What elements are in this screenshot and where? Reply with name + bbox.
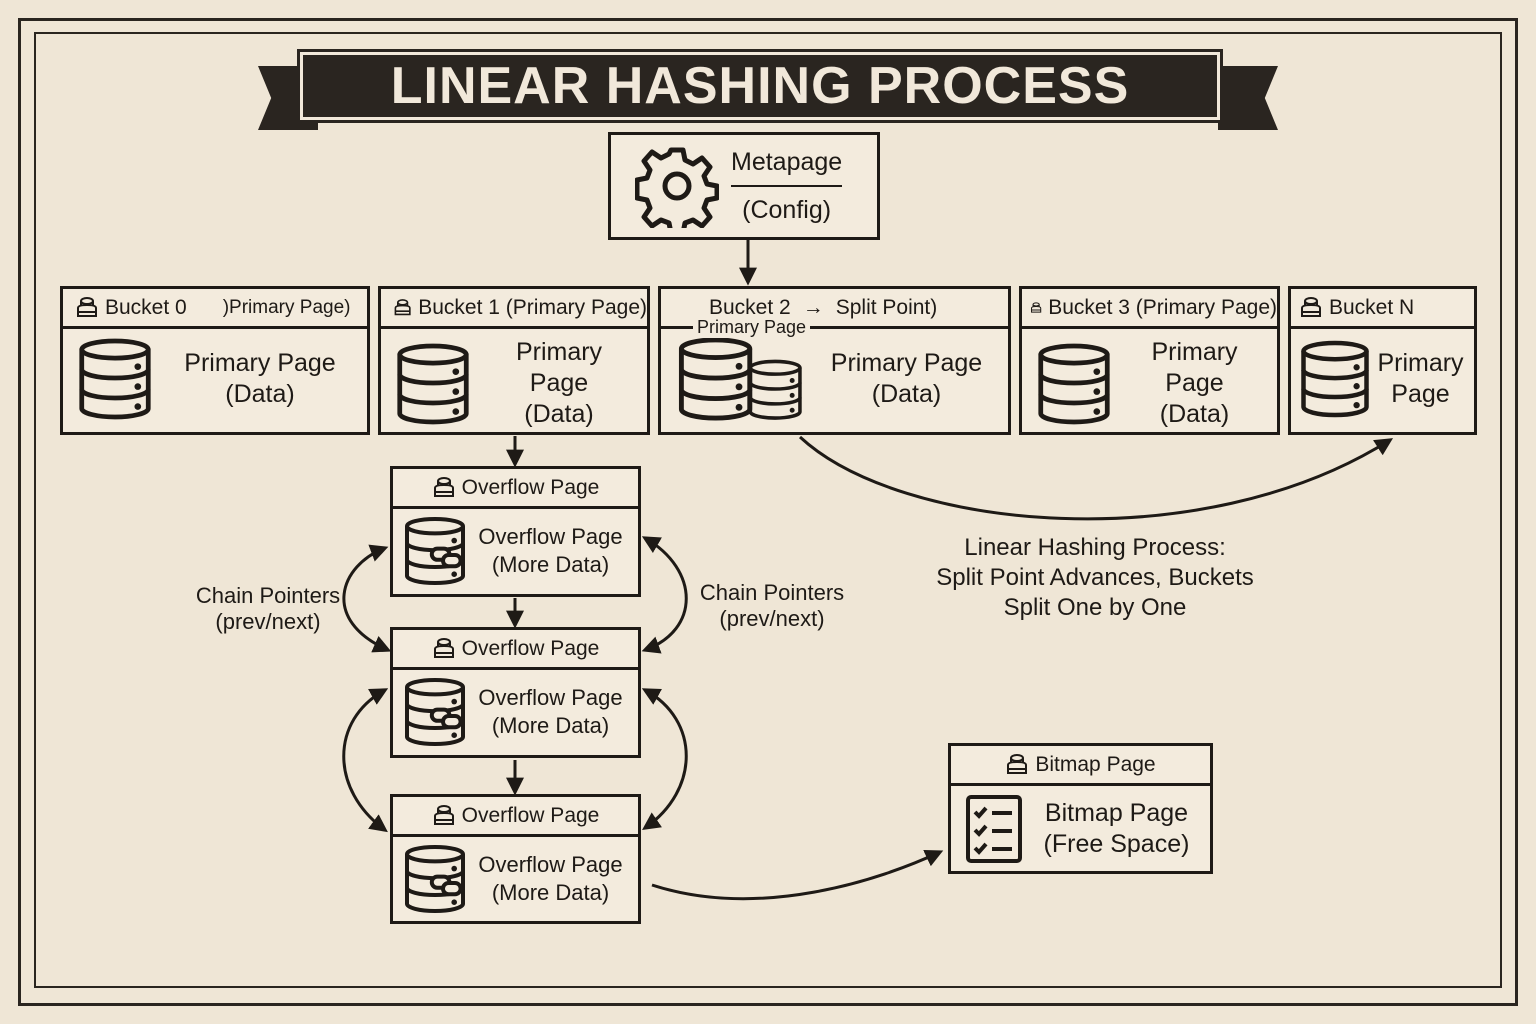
linked-database-icon: [403, 843, 467, 915]
bucket-subtext: (Data): [871, 380, 942, 408]
arrow-overflow3-to-bitmap: [651, 849, 944, 901]
bucket-header: Bucket 0: [105, 295, 187, 319]
chain-pointers-left-label: Chain Pointers(prev/next): [180, 583, 356, 635]
checklist-icon: [966, 795, 1022, 863]
overflow-page-1[interactable]: Overflow Page Overflow Page (More Data): [390, 466, 641, 597]
database-icon: [75, 296, 99, 320]
bucket-text: Primary Page: [830, 349, 983, 377]
chain-right-1: [641, 536, 688, 654]
bucket-text: Primary Page: [515, 338, 603, 397]
database-icon: [1030, 296, 1042, 320]
metapage-title: Metapage: [731, 148, 843, 176]
label-line: (prev/next): [215, 609, 321, 634]
bucket-text: Primary: [1377, 349, 1464, 377]
database-icon: [395, 342, 471, 426]
inner-frame: [34, 32, 1502, 988]
overflow-header: Overflow Page: [461, 803, 600, 827]
database-icon: [432, 637, 456, 661]
chain-right-2: [641, 688, 688, 831]
bucket-subtext: (Data): [1159, 400, 1230, 428]
bucket-header-suffix: )Primary Page): [222, 296, 351, 318]
overflow-text: Overflow Page: [478, 852, 623, 877]
overflow-subtext: (More Data): [491, 880, 610, 905]
bucket-header: Bucket N: [1329, 295, 1415, 319]
database-icon: [77, 337, 153, 421]
bucket-header: Bucket 3 (Primary Page): [1048, 295, 1277, 319]
bucket-text: Primary Page: [184, 349, 336, 377]
overflow-header: Overflow Page: [461, 475, 600, 499]
bucket-subtext: (Data): [524, 400, 594, 428]
bitmap-header: Bitmap Page: [1035, 752, 1156, 776]
overflow-header: Overflow Page: [461, 636, 600, 660]
arrow-split-to-bucketN: [798, 435, 1394, 521]
split-note: Linear Hashing Process: Split Point Advan…: [910, 533, 1280, 623]
bucket-header: Bucket 1 (Primary Page): [418, 295, 647, 319]
linked-database-icon: [403, 676, 467, 748]
database-icon: [1036, 342, 1112, 426]
label-line: Chain Pointers: [195, 583, 341, 608]
bucket-subheader: Primary Page: [693, 317, 811, 338]
database-icon: [393, 296, 412, 320]
bitmap-text: Bitmap Page: [1044, 799, 1189, 827]
overflow-subtext: (More Data): [491, 713, 610, 738]
split-arrow: →: [802, 295, 824, 319]
overflow-text: Overflow Page: [478, 685, 623, 710]
database-icon: [432, 804, 456, 828]
overflow-subtext: (More Data): [491, 552, 610, 577]
label-line: (prev/next): [719, 606, 825, 631]
chain-pointers-right-label: Chain Pointers(prev/next): [684, 580, 860, 632]
bitmap-subtext: (Free Space): [1043, 830, 1190, 858]
overflow-page-2[interactable]: Overflow Page Overflow Page (More Data): [390, 627, 641, 758]
split-point-label: Split Point): [835, 295, 938, 319]
database-icon: [432, 476, 456, 500]
overflow-page-3[interactable]: Overflow Page Overflow Page (More Data): [390, 794, 641, 924]
chain-left-1: [342, 544, 392, 653]
outer-frame: [18, 18, 1518, 1006]
label-line: Linear Hashing Process:: [964, 534, 1226, 561]
metapage-box[interactable]: Metapage (Config): [608, 132, 880, 240]
linked-database-icon: [403, 515, 467, 587]
bucket-1[interactable]: Bucket 1 (Primary Page) Primary Page (Dat…: [378, 286, 650, 435]
database-icon: [1299, 337, 1371, 421]
bucket-header: Bucket 2: [709, 295, 791, 319]
overflow-text: Overflow Page: [478, 524, 623, 549]
bucket-3[interactable]: Bucket 3 (Primary Page) Primary Page (Dat…: [1019, 286, 1280, 435]
label-line: Split One by One: [1003, 594, 1187, 621]
label-line: Split Point Advances, Buckets: [936, 564, 1254, 591]
bucket-subtext: (Data): [225, 380, 295, 408]
chain-left-2: [342, 688, 389, 833]
bucket-subtext: Page: [1391, 380, 1450, 408]
title-banner: LINEAR HASHING PROCESS: [297, 49, 1223, 123]
database-stack-icon: [675, 337, 802, 421]
bucket-0[interactable]: Bucket 0 )Primary Page) Primary Page (Data…: [60, 286, 370, 435]
database-icon: [1005, 753, 1029, 777]
page-title: LINEAR HASHING PROCESS: [390, 57, 1130, 115]
bucket-2[interactable]: Bucket 2 → Split Point) Primary Page Prima…: [658, 286, 1011, 435]
bitmap-page[interactable]: Bitmap Page Bitmap Page (Free Space): [948, 743, 1213, 874]
bucket-text: Primary Page: [1151, 338, 1238, 397]
database-icon: [1299, 296, 1323, 320]
metapage-subtitle: (Config): [731, 185, 843, 233]
label-line: Chain Pointers: [699, 580, 845, 605]
gear-icon: [635, 147, 719, 228]
